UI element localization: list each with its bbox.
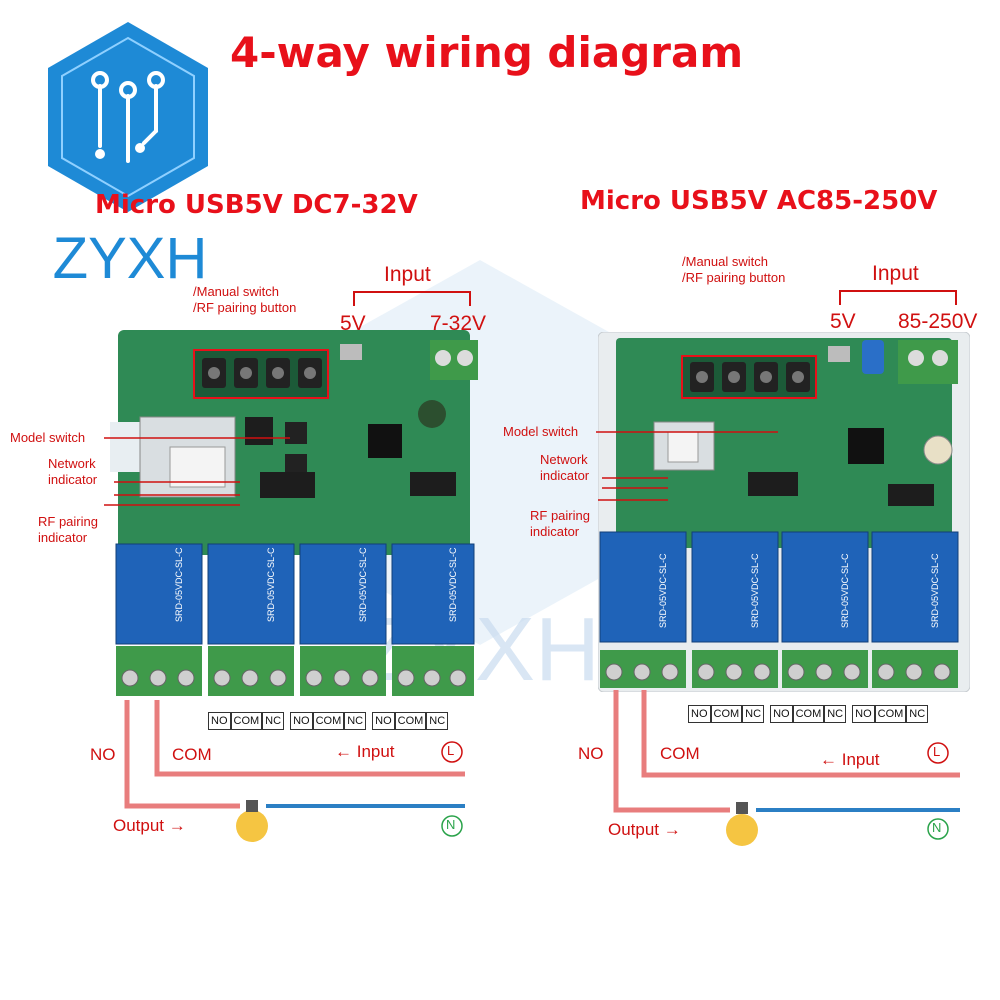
right-wire-com: COM (660, 744, 700, 763)
right-voltage-usb: 5V (830, 310, 856, 333)
left-rf-indicator-label: RF pairing indicator (38, 514, 98, 545)
left-manual-switch-label: /Manual switch /RF pairing button (193, 284, 297, 315)
right-relay-board: SRD-05VDC-SL-C SRD-05VDC-SL-C SRD-05VDC-… (598, 332, 970, 692)
right-rf-indicator-label: RF pairing indicator (530, 508, 590, 539)
left-model-switch-label: Model switch (10, 430, 86, 445)
right-power-title: Micro USB5V AC85-250V (580, 186, 938, 216)
svg-text:SRD-05VDC-SL-C: SRD-05VDC-SL-C (658, 553, 668, 628)
right-wire-output: Output → (608, 820, 681, 839)
svg-text:SRD-05VDC-SL-C: SRD-05VDC-SL-C (174, 547, 184, 622)
left-network-indicator-label: Network indicator (48, 456, 98, 487)
svg-text:SRD-05VDC-SL-C: SRD-05VDC-SL-C (266, 547, 276, 622)
left-wire-output: Output → (113, 816, 186, 835)
right-manual-switch-label: /Manual switch /RF pairing button (682, 254, 786, 285)
right-line-symbol: L (933, 744, 941, 759)
left-wire-com: COM (172, 745, 212, 764)
left-wiring (124, 700, 465, 842)
page-title: 4-way wiring diagram (230, 28, 744, 77)
left-input-bracket (353, 291, 471, 306)
left-relay-board: SRD-05VDC-SL-C SRD-05VDC-SL-C SRD-05VDC-… (110, 330, 478, 696)
right-wire-no: NO (578, 744, 604, 763)
left-line-symbol: L (447, 743, 455, 758)
right-input-label: Input (872, 262, 919, 285)
logo-text: ZYXH (53, 226, 208, 286)
left-wire-no: NO (90, 745, 116, 764)
svg-text:SRD-05VDC-SL-C: SRD-05VDC-SL-C (448, 547, 458, 622)
right-network-indicator-label: Network indicator (540, 452, 590, 483)
brand-logo: ZYXH (48, 22, 208, 286)
right-wiring (613, 690, 960, 846)
right-neutral-symbol: N (932, 820, 942, 835)
right-model-switch-label: Model switch (503, 424, 579, 439)
right-wire-input: ← Input (820, 750, 880, 769)
left-input-label: Input (384, 263, 431, 286)
left-wire-input: ← Input (335, 742, 395, 761)
left-voltage-usb: 5V (340, 312, 366, 335)
right-input-bracket (839, 290, 957, 305)
svg-text:SRD-05VDC-SL-C: SRD-05VDC-SL-C (930, 553, 940, 628)
left-voltage-dc: 7-32V (430, 312, 487, 335)
svg-text:SRD-05VDC-SL-C: SRD-05VDC-SL-C (840, 553, 850, 628)
left-power-title: Micro USB5V DC7-32V (95, 190, 418, 220)
svg-text:SRD-05VDC-SL-C: SRD-05VDC-SL-C (358, 547, 368, 622)
left-neutral-symbol: N (446, 817, 456, 832)
svg-text:SRD-05VDC-SL-C: SRD-05VDC-SL-C (750, 553, 760, 628)
right-voltage-ac: 85-250V (898, 310, 978, 333)
